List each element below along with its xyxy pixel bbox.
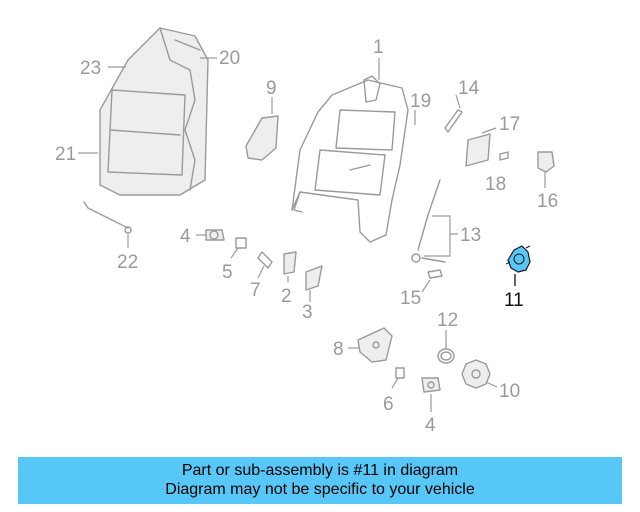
seat-frame (291, 75, 409, 243)
leader-6 (391, 377, 399, 389)
callout-3: 3 (302, 302, 313, 323)
banner-line-1: Part or sub-assembly is #11 in diagram (181, 462, 459, 479)
leader-7 (257, 265, 265, 279)
callout-18: 18 (485, 174, 506, 195)
banner-line-2: Diagram may not be specific to your vehi… (165, 481, 475, 498)
seat-back-cushion (99, 27, 209, 196)
callout-19: 19 (410, 91, 431, 112)
callout-13: 13 (460, 225, 481, 246)
callout-2: 2 (281, 286, 292, 307)
callout-17: 17 (499, 114, 520, 135)
knob-part-4-upper (205, 229, 225, 241)
callout-16: 16 (537, 191, 558, 212)
rod-part (83, 201, 132, 234)
leader-15 (421, 279, 431, 293)
callout-11: 11 (504, 290, 524, 311)
callout-15: 15 (400, 288, 421, 309)
callout-4-lower: 4 (425, 415, 436, 436)
leader-5 (230, 247, 239, 259)
clip-part-7 (257, 251, 273, 269)
parts-diagram: 23 20 21 22 9 1 19 14 17 18 16 (55, 27, 558, 436)
callout-20: 20 (219, 48, 240, 69)
info-banner: Part or sub-assembly is #11 in diagram D… (18, 457, 622, 504)
cap-part-6 (395, 367, 405, 379)
knob-part-4-lower (421, 377, 441, 393)
leader-10 (485, 381, 498, 388)
callout-6: 6 (383, 394, 394, 415)
bushing-part-5 (235, 237, 247, 249)
callout-21: 21 (55, 144, 76, 165)
cable-part-13 (411, 179, 446, 263)
leader-13 (424, 215, 458, 257)
callout-10: 10 (499, 381, 520, 402)
trim-part-17 (465, 133, 491, 167)
leader-17 (481, 127, 497, 134)
gear-part-10 (461, 359, 491, 389)
bracket-part-16 (537, 151, 555, 173)
plug-part-18 (499, 151, 509, 161)
ring-part-12 (437, 348, 455, 364)
highlighted-part-11 (505, 245, 531, 273)
callout-23: 23 (80, 58, 101, 79)
clip-part-15 (427, 269, 443, 279)
callout-22: 22 (117, 252, 138, 273)
callout-1: 1 (373, 37, 384, 58)
callout-7: 7 (250, 280, 261, 301)
callout-4-upper: 4 (180, 226, 191, 247)
bracket-part-3 (305, 265, 323, 291)
callout-12: 12 (437, 310, 458, 331)
callout-14: 14 (458, 78, 480, 99)
leader-14 (455, 94, 461, 109)
callout-9: 9 (266, 78, 277, 99)
bracket-part-9 (245, 115, 279, 161)
bracket-part-8 (357, 327, 393, 363)
callout-8: 8 (333, 339, 344, 360)
callout-5: 5 (222, 262, 233, 283)
bracket-part-2 (283, 251, 297, 275)
clip-part-14 (444, 109, 463, 133)
